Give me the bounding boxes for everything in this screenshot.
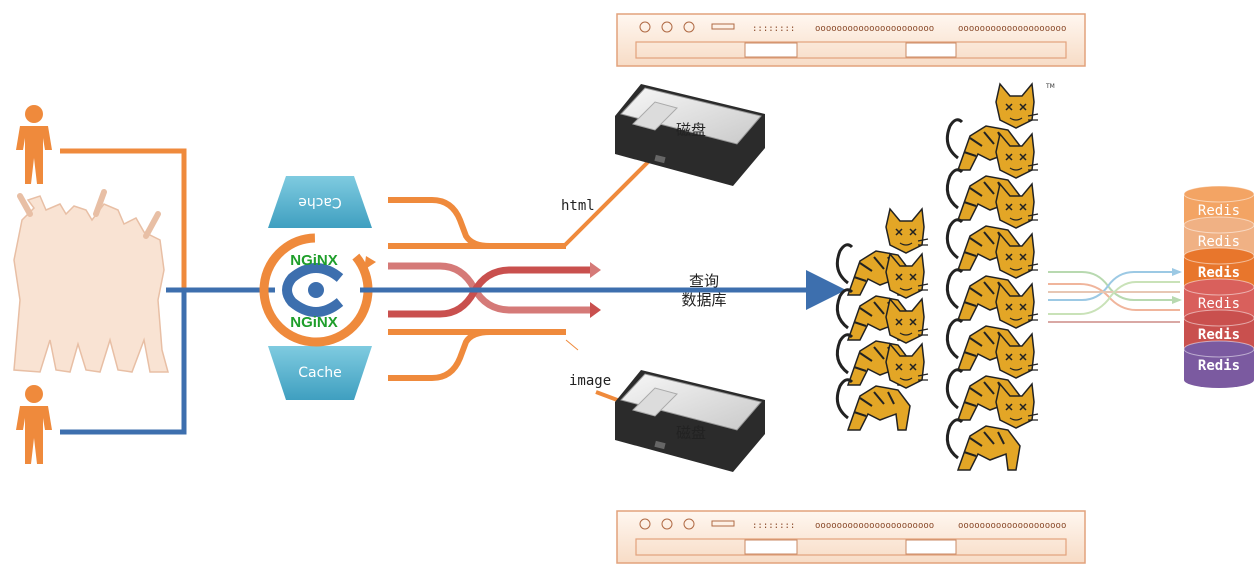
redis-label: Redis	[1198, 234, 1240, 250]
tomcat-cluster-right: TM	[945, 82, 1055, 472]
tomcat-cluster-left	[835, 207, 930, 432]
nginx-logo-icon: NGiNX NGiNX	[259, 233, 376, 347]
server-rack-bottom: :::::::: oooooooooooooooooooooo oooooooo…	[616, 510, 1086, 564]
redis-label: Redis	[1198, 296, 1240, 312]
redis-segment: Redis	[1183, 340, 1255, 388]
server-dots-a-2: ::::::::	[752, 521, 795, 531]
nginx-label-bottom: NGiNX	[290, 314, 338, 331]
redis-label: Redis	[1198, 358, 1240, 374]
disk-top-label: 磁盘	[676, 121, 706, 139]
image-label: image	[569, 373, 611, 389]
crowd-icon	[13, 189, 169, 373]
redis-connectors	[1048, 268, 1182, 323]
server-dots-a: ::::::::	[752, 24, 795, 34]
query-label-line2: 数据库	[681, 291, 726, 309]
server-rack-top: :::::::: oooooooooooooooooooooo oooooooo…	[616, 13, 1086, 67]
server-dots-c-2: oooooooooooooooooooo	[958, 521, 1066, 531]
hard-disk-icon-top: 磁盘	[614, 83, 766, 187]
disk-bottom-label: 磁盘	[676, 424, 706, 442]
person-icon-top	[16, 105, 52, 184]
person-icon-bottom	[16, 385, 52, 464]
hard-disk-icon-bottom: 磁盘	[614, 369, 766, 473]
redis-segment: Redis	[1183, 278, 1255, 326]
user-connectors	[60, 148, 275, 435]
redis-label: Redis	[1198, 203, 1240, 219]
server-dots-b-2: oooooooooooooooooooooo	[815, 521, 934, 531]
redis-label: Redis	[1198, 327, 1240, 343]
cache-top-label: Cache	[298, 194, 342, 210]
html-label: html	[561, 198, 595, 214]
nginx-label-top: NGiNX	[290, 252, 338, 269]
query-label-line1: 查询	[689, 272, 719, 290]
server-dots-b: oooooooooooooooooooooo	[815, 24, 934, 34]
redis-label: Redis	[1198, 265, 1240, 281]
trademark-label: TM	[1045, 83, 1055, 90]
cache-bottom-label: Cache	[298, 365, 342, 381]
cache-bottom: Cache	[268, 346, 372, 400]
server-dots-c: oooooooooooooooooooo	[958, 24, 1066, 34]
cache-top: Cache	[268, 176, 372, 228]
